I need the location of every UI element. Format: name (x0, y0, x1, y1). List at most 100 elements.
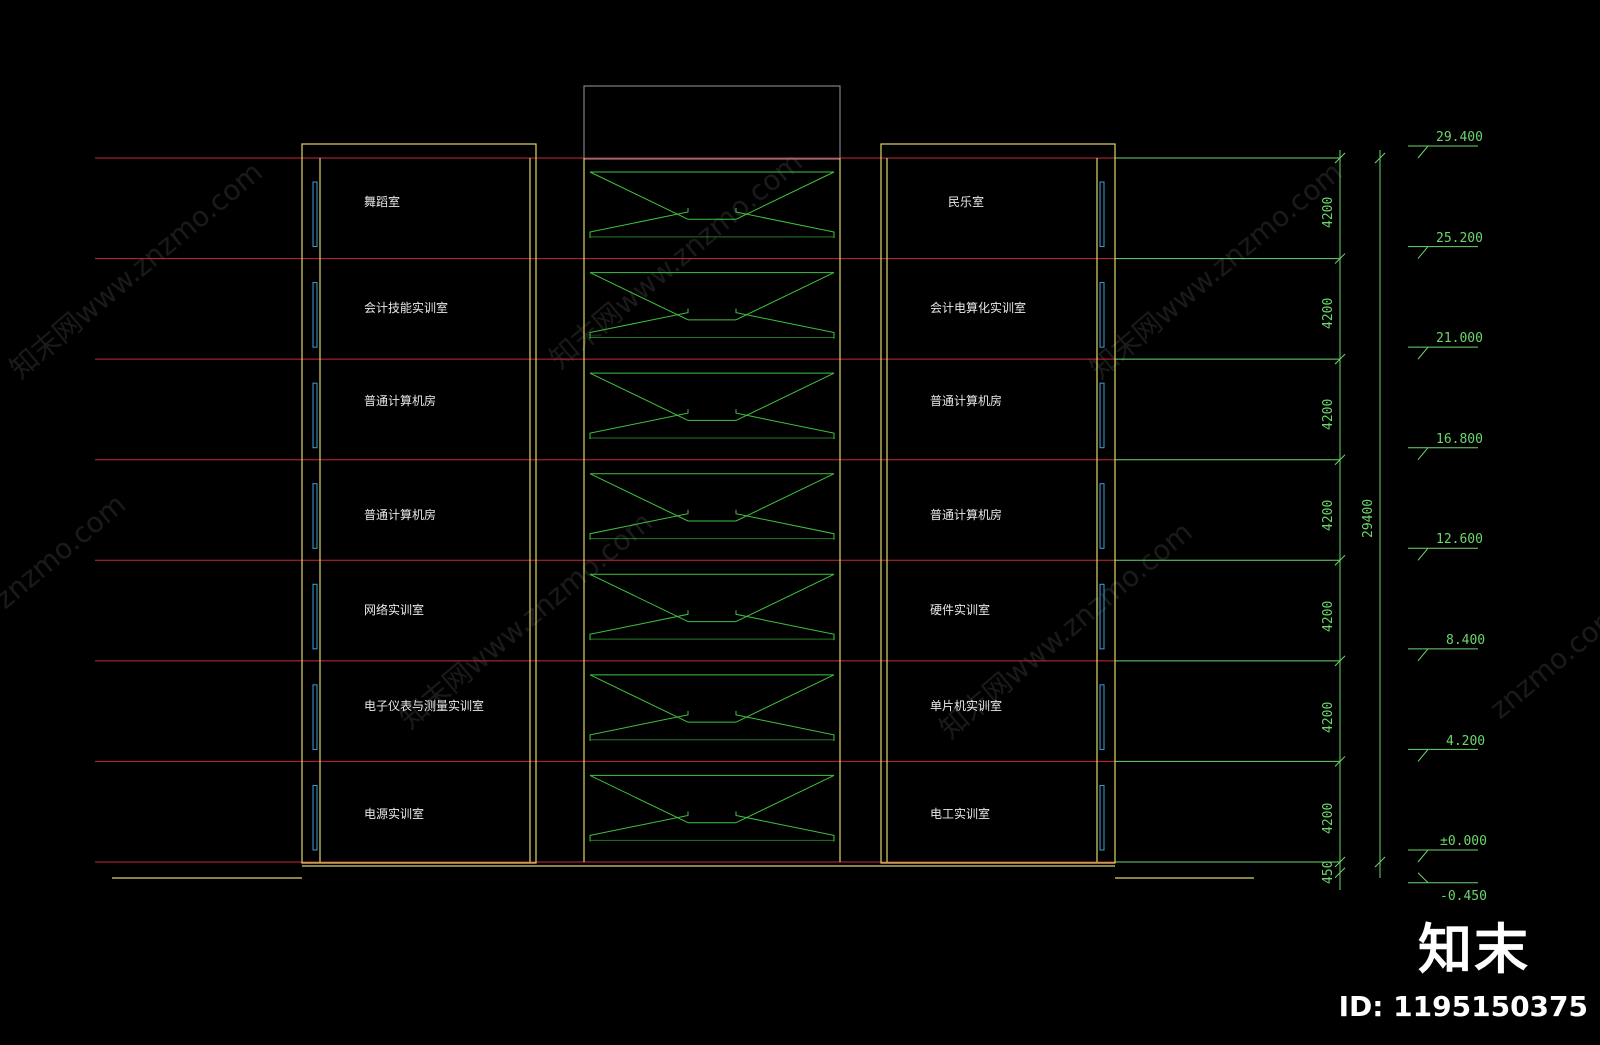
stair-flight (589, 674, 689, 723)
stair-flight (589, 774, 689, 824)
room-label-left: 网络实训室 (364, 602, 424, 617)
elevation-marker (1417, 346, 1478, 360)
window-left (312, 583, 318, 650)
room-label-right: 民乐室 (948, 194, 984, 209)
dimension-tick (1334, 253, 1346, 264)
floor-height-label: 450 (1321, 861, 1336, 884)
room-label-left: 普通计算机房 (364, 507, 436, 522)
elevation-label: 4.200 (1446, 734, 1485, 749)
total-height-label: 29400 (1361, 499, 1376, 538)
dimension-chain (1339, 150, 1381, 890)
window-left (312, 282, 318, 348)
dimension-tick (1334, 454, 1346, 466)
room-label-right: 会计电算化实训室 (930, 300, 1026, 315)
watermark-text: 知末网www.znzmo.com (543, 145, 808, 375)
stair-tower-roof-outline (583, 85, 841, 160)
brand-logo: 知末 (1418, 918, 1530, 981)
stair-flight (589, 171, 689, 220)
window-right (1099, 181, 1105, 248)
dimension-tick (1334, 554, 1346, 566)
room-label-left: 舞蹈室 (364, 194, 400, 209)
elevation-label: ±0.000 (1440, 834, 1487, 849)
stair-flight (589, 208, 689, 238)
stair-flight (735, 171, 835, 220)
window-right (1099, 282, 1105, 348)
stair-flight (735, 811, 835, 842)
room-label-left: 会计技能实训室 (364, 300, 448, 315)
watermark-text: 知末网www.znzmo.com (3, 155, 268, 385)
stair-flight (589, 473, 689, 522)
dimension-tick (1334, 856, 1346, 868)
dimension-tick (1334, 867, 1346, 879)
window-left (312, 684, 318, 750)
window-right (1099, 684, 1105, 750)
elevation-marker (1417, 872, 1478, 884)
elevation-label: 25.200 (1436, 231, 1483, 246)
elevation-label: 12.600 (1436, 532, 1483, 547)
stair-flight (735, 372, 835, 421)
stair-flight (589, 811, 689, 842)
window-right (1099, 583, 1105, 650)
watermark-text: znzmo.com (0, 487, 132, 615)
stairs (589, 171, 835, 842)
room-label-right: 普通计算机房 (930, 393, 1002, 408)
room-label-right: 电工实训室 (930, 806, 990, 821)
stair-flight (735, 573, 835, 623)
floor-lines (95, 157, 1340, 863)
floor-height-label: 4200 (1321, 298, 1336, 329)
stair-flight (735, 272, 835, 321)
floor-height-label: 4200 (1321, 399, 1336, 430)
elevation-labels: 29.400 25.200 21.000 16.800 12.600 8.400… (1436, 130, 1487, 904)
dimension-labels: 4200 4200 4200 4200 4200 4200 4200 450 2… (1321, 197, 1376, 884)
elevation-marker (1417, 447, 1478, 461)
elevation-marker (1417, 849, 1478, 863)
stair-flight (589, 308, 689, 339)
room-labels: 舞蹈室 会计技能实训室 普通计算机房 普通计算机房 网络实训室 电子仪表与测量实… (364, 194, 1026, 821)
elevation-label: 8.400 (1446, 633, 1485, 648)
window-right (1099, 483, 1105, 549)
dimension-tick (1334, 353, 1346, 365)
floor-height-label: 4200 (1321, 601, 1336, 632)
id-label: ID: 1195150375 (1338, 990, 1588, 1023)
room-label-right: 单片机实训室 (930, 698, 1002, 713)
elevation-marker (1417, 547, 1478, 561)
elevation-marker (1417, 648, 1478, 662)
window-left (312, 181, 318, 248)
stair-flight (735, 610, 835, 641)
walls (112, 143, 1254, 879)
window-right (1099, 382, 1105, 449)
stair-flight (589, 272, 689, 321)
stair-flight (589, 710, 689, 741)
stair-flight (735, 473, 835, 522)
stair-flight (589, 509, 689, 540)
window-right (1099, 784, 1105, 851)
elevation-label: -0.450 (1440, 889, 1487, 904)
floor-height-label: 4200 (1321, 702, 1336, 733)
elevation-label: 16.800 (1436, 432, 1483, 447)
stair-flight (589, 573, 689, 623)
floor-height-label: 4200 (1321, 803, 1336, 834)
windows (312, 181, 1105, 851)
stair-flight (589, 372, 689, 421)
room-label-right: 硬件实训室 (930, 602, 990, 617)
stair-flight (589, 409, 689, 440)
stair-flight (735, 710, 835, 741)
watermark-layer: 知末网www.znzmo.com 知末网www.znzmo.com 知末网www… (0, 145, 1600, 745)
dimension-tick (1374, 856, 1386, 868)
elevation-markers (1408, 145, 1478, 884)
stair-flight (735, 208, 835, 238)
right-wing-outline (880, 143, 1116, 864)
stair-flight (735, 409, 835, 440)
dimension-tick (1334, 756, 1346, 767)
window-left (312, 483, 318, 549)
elevation-marker (1417, 145, 1478, 159)
left-wing-outline (301, 143, 537, 864)
dimension-tick (1334, 655, 1346, 667)
stair-flight (735, 509, 835, 540)
room-label-left: 电源实训室 (364, 806, 424, 821)
room-label-left: 普通计算机房 (364, 393, 436, 408)
floor-height-label: 4200 (1321, 500, 1336, 531)
stair-flight (735, 674, 835, 723)
room-label-right: 普通计算机房 (930, 507, 1002, 522)
